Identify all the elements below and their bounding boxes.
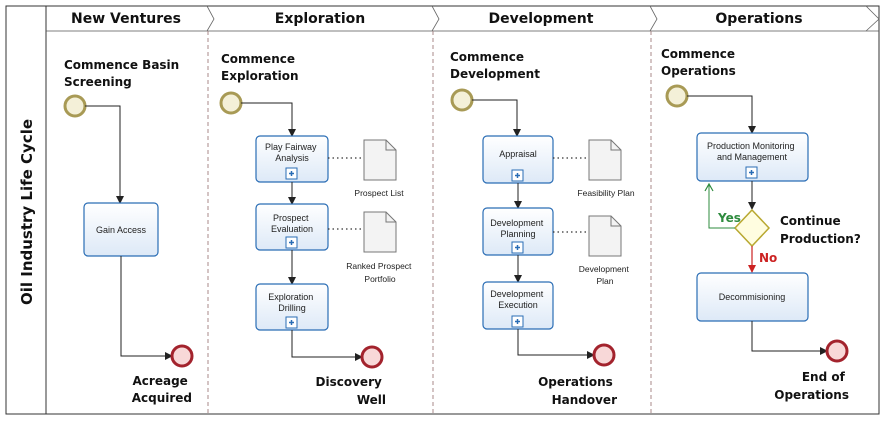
svg-text:Exploration Drilling: Exploration Drilling (268, 292, 316, 313)
lane-header-operations: Operations (715, 11, 802, 27)
document-label-development-plan: Development Plan (579, 264, 631, 286)
start-event-label-development: Commence Development (450, 50, 540, 81)
svg-text:Decommisioning: Decommisioning (719, 292, 786, 302)
flow-decommissioning-to-end (751, 321, 828, 355)
task-decommissioning[interactable]: Decommisioning (696, 272, 809, 322)
task-label-gain-access: Gain Access (96, 225, 147, 235)
start-event-label-new-ventures: Commence Basin Screening (64, 58, 183, 89)
end-event-label-exploration: Discovery Well (316, 375, 386, 407)
document-prospect-list-icon[interactable] (363, 139, 397, 181)
gateway-yes-label: Yes (717, 211, 741, 225)
lane-header-exploration: Exploration (275, 11, 365, 27)
task-production-monitoring[interactable]: Production Monitoring and Management (696, 132, 809, 182)
start-event-development[interactable] (450, 88, 474, 112)
svg-text:Production Monitoring an: Production Monitoring and Management (707, 141, 797, 162)
flow-gateway-yes (708, 184, 735, 229)
task-gain-access[interactable]: Gain Access (83, 202, 159, 257)
lane-chevron-4 (865, 5, 880, 32)
task-exploration-drilling[interactable]: Exploration Drilling (255, 283, 329, 331)
flow-dv-start-to-appraisal (472, 99, 521, 137)
svg-text:Play Fairway Analysis: Play Fairway Analysis (265, 142, 319, 163)
flow-gain-access-to-end (120, 256, 173, 360)
lane-chevron-1 (206, 5, 215, 32)
task-play-fairway-analysis[interactable]: Play Fairway Analysis (255, 135, 329, 183)
start-event-exploration[interactable] (219, 91, 243, 115)
lane-chevron-3 (649, 5, 658, 32)
task-appraisal[interactable]: Appraisal (482, 135, 554, 184)
start-event-label-operations: Commence Operations (661, 47, 739, 78)
end-event-label-development: Operations Handover (538, 375, 617, 407)
document-feasibility-plan-icon[interactable] (588, 139, 622, 181)
svg-text:Prospect Evaluation: Prospect Evaluation (271, 213, 313, 234)
task-development-planning[interactable]: Development Planning (482, 207, 554, 256)
end-event-label-new-ventures: Acreage Acquired (132, 374, 192, 405)
svg-text:Appraisal: Appraisal (499, 149, 537, 159)
end-event-label-operations: End of Operations (774, 370, 849, 402)
start-event-operations[interactable] (665, 84, 689, 108)
task-prospect-evaluation[interactable]: Prospect Evaluation (255, 203, 329, 251)
pool-title: Oil Industry Life Cycle (18, 119, 36, 305)
lane-header-new-ventures: New Ventures (71, 11, 181, 27)
gateway-question-label: Continue Production? (780, 214, 861, 246)
document-label-feasibility-plan: Feasibility Plan (577, 188, 634, 198)
flow-ex-start-to-play-fairway (241, 102, 296, 137)
end-event-operations[interactable] (825, 339, 849, 363)
flow-nv-start-to-gain-access (85, 105, 124, 204)
flow-execution-to-end (517, 329, 595, 359)
flow-drilling-to-end (291, 330, 363, 361)
flow-op-start-to-monitoring (687, 95, 756, 134)
gateway-no-label: No (759, 251, 777, 265)
start-event-label-exploration: Commence Exploration (221, 52, 299, 83)
end-event-exploration[interactable] (360, 345, 384, 369)
lane-header-development: Development (489, 11, 594, 27)
end-event-new-ventures[interactable] (170, 344, 194, 368)
svg-text:Development Execution: Development Execution (490, 289, 546, 310)
end-event-development[interactable] (592, 343, 616, 367)
task-development-execution[interactable]: Development Execution (482, 281, 554, 330)
document-development-plan-icon[interactable] (588, 215, 622, 257)
yes-arrowhead-icon (704, 182, 714, 192)
document-ranked-portfolio-icon[interactable] (363, 211, 397, 253)
lane-chevron-2 (431, 5, 440, 32)
start-event-new-ventures[interactable] (63, 94, 87, 118)
document-label-ranked-portfolio: Ranked Prospect Portfolio (346, 261, 414, 284)
svg-text:Development Planning: Development Planning (490, 218, 546, 239)
document-label-prospect-list: Prospect List (354, 188, 404, 198)
